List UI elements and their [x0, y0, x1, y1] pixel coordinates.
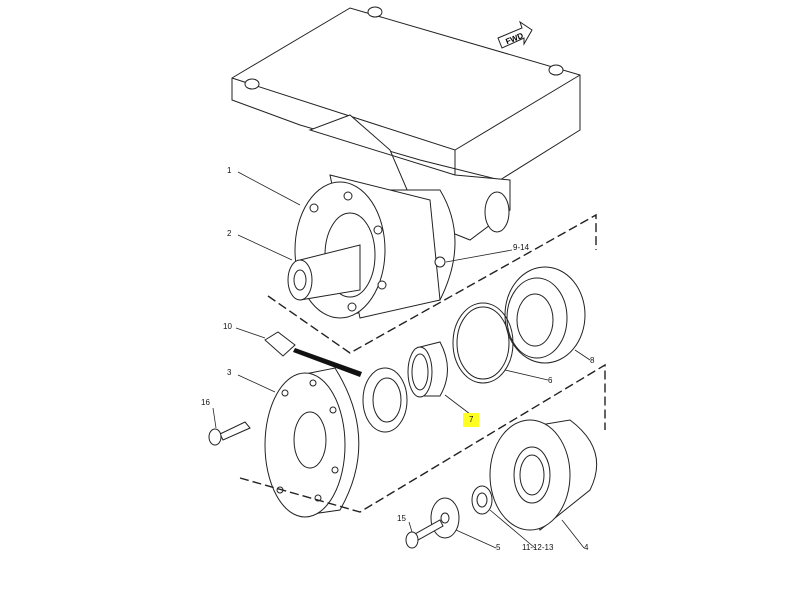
callout-16[interactable]: 16: [201, 398, 210, 407]
callout-9-14[interactable]: 9-14: [513, 243, 530, 252]
callout-4[interactable]: 4: [584, 543, 589, 552]
assembly-bracket-upper: [267, 213, 597, 354]
bolt: [208, 421, 251, 446]
hub: [489, 419, 598, 531]
o-ring: [452, 302, 514, 384]
nut: [471, 485, 493, 515]
washer: [430, 497, 460, 539]
sleeve: [407, 341, 448, 398]
flange: [264, 367, 360, 518]
callout-5[interactable]: 5: [496, 543, 501, 552]
callout-11-12-13[interactable]: 11-12-13: [522, 543, 554, 552]
seal-detail-inset: [264, 331, 362, 377]
bolt: [405, 519, 444, 549]
callout-7-highlighted[interactable]: 7: [463, 413, 480, 427]
callout-6[interactable]: 6: [548, 376, 553, 385]
callout-8[interactable]: 8: [590, 356, 595, 365]
svg-text:FWD: FWD: [504, 31, 524, 46]
callout-1[interactable]: 1: [227, 166, 232, 175]
assembly-bracket-lower: [239, 363, 606, 513]
spline-shaft: [287, 244, 361, 301]
bearing: [504, 266, 586, 364]
callout-3[interactable]: 3: [227, 368, 232, 377]
fwd-arrow-icon: FWD: [497, 20, 533, 49]
callout-2[interactable]: 2: [227, 229, 232, 238]
callout-15[interactable]: 15: [397, 514, 406, 523]
callout-10[interactable]: 10: [223, 322, 232, 331]
mounting-plate: [231, 6, 581, 241]
seal: [362, 367, 408, 433]
leader-lines: [212, 171, 591, 549]
